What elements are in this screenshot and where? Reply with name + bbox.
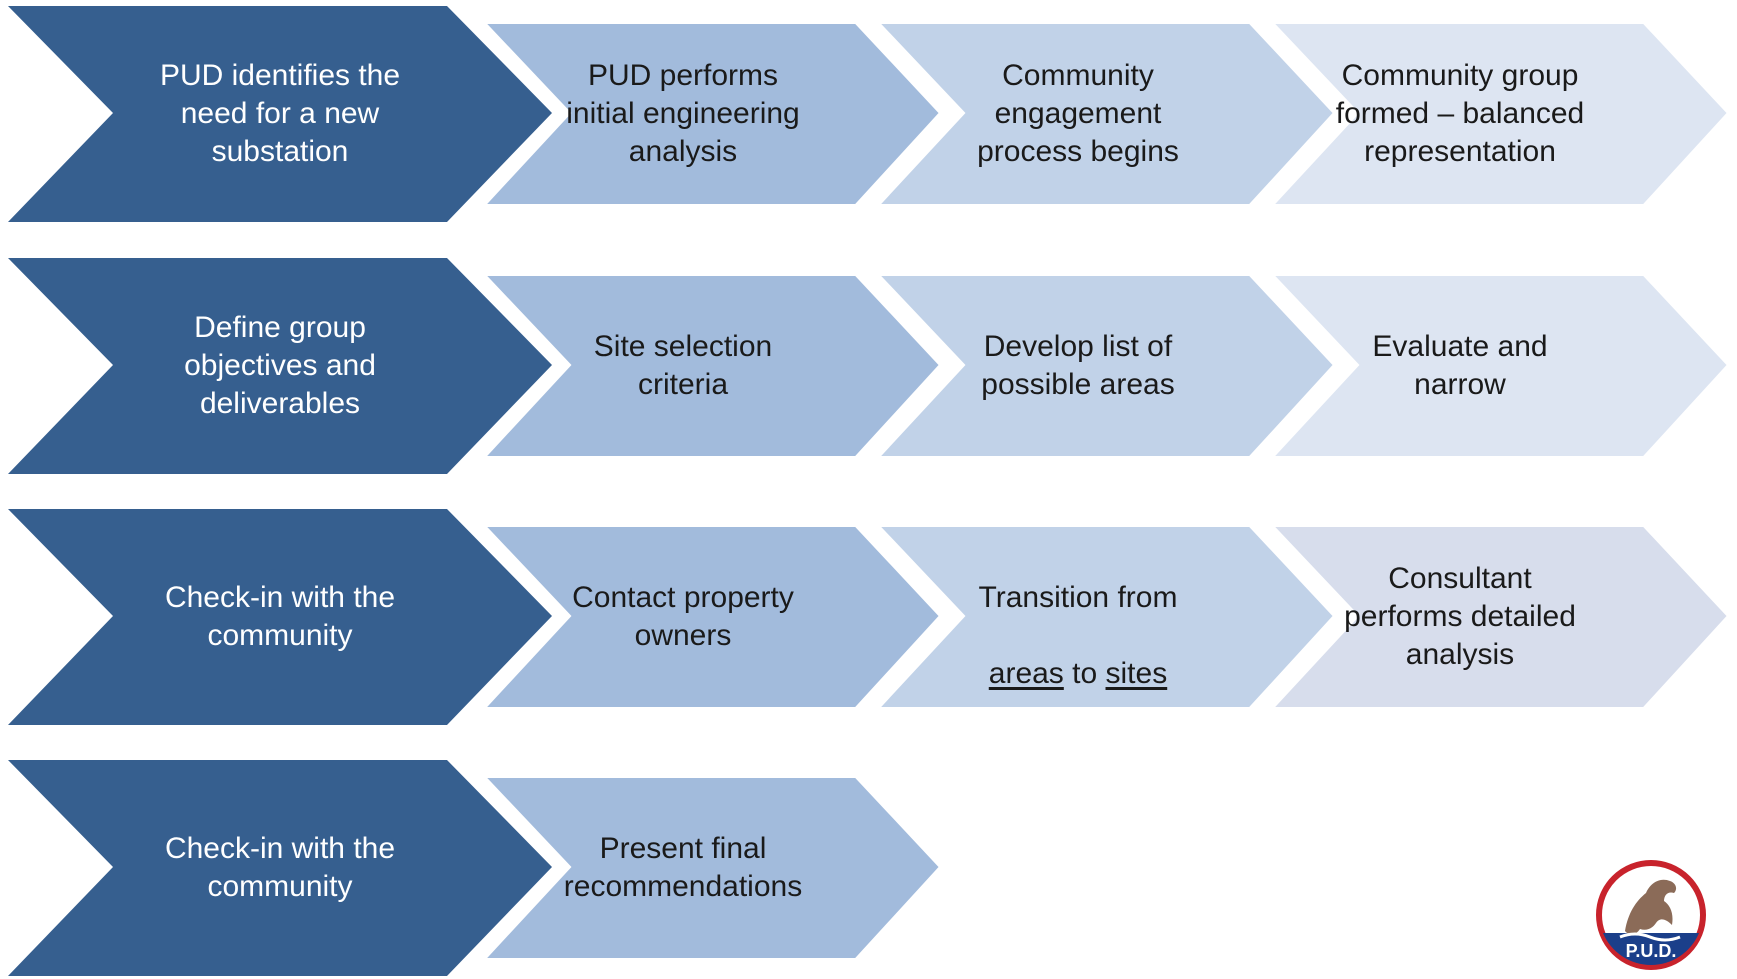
step-label: Site selection criteria (593, 330, 773, 401)
chevron-shape (8, 6, 552, 222)
step-label-line1: Transition from (978, 581, 1178, 614)
chevron-fill (468, 770, 950, 966)
chevron-fill (862, 16, 1344, 212)
horse-logo-icon: P.U.D. (1596, 860, 1706, 970)
chevron-shape (1256, 16, 1737, 212)
chevron-fill (8, 258, 552, 474)
chevron-shape (8, 760, 552, 976)
chevron-shape (862, 16, 1344, 212)
chevron-fill (468, 519, 950, 715)
step-label: Contact property owners (572, 581, 794, 652)
step-label-sites: sites (1105, 657, 1168, 690)
chevron-shape (862, 519, 1344, 715)
chevron-fill (1256, 16, 1737, 212)
chevron-step: PUD performs initial engineering analysi… (468, 0, 950, 225)
chevron-step: Check-in with the community (0, 503, 560, 728)
chevron-shape (468, 16, 950, 212)
chevron-fill (1256, 268, 1737, 464)
chevron-fill (8, 6, 552, 222)
step-label-text: Transition from areas to sites (979, 541, 1178, 693)
chevron-step: PUD identifies the need for a new substa… (0, 0, 560, 225)
chevron-shape (468, 268, 950, 464)
chevron-step: Site selection criteria (468, 252, 950, 477)
step-label-areas: areas (988, 657, 1064, 690)
chevron-step: Transition from areas to sites (862, 503, 1344, 728)
chevron-shape (8, 258, 552, 474)
logo-text: P.U.D. (1626, 941, 1677, 961)
chevron-shape (862, 268, 1344, 464)
chevron-step: Community group formed – balanced repres… (1256, 0, 1737, 225)
step-label: Community engagement process begins (977, 59, 1179, 168)
chevron-fill (862, 268, 1344, 464)
chevron-fill (468, 268, 950, 464)
chevron-shape (1256, 268, 1737, 464)
step-label: Consultant performs detailed analysis (1344, 562, 1576, 671)
step-label: Check-in with the community (164, 581, 396, 652)
chevron-shape (468, 770, 950, 966)
step-label: Check-in with the community (164, 832, 396, 903)
chevron-step: Evaluate and narrow (1256, 252, 1737, 477)
pud-logo: P.U.D. (1590, 853, 1712, 973)
step-label: Develop list of possible areas (981, 330, 1175, 401)
chevron-shape (8, 509, 552, 725)
step-label: PUD performs initial engineering analysi… (566, 59, 800, 168)
chevron-shape (1256, 519, 1737, 715)
chevron-step: Present final recommendations (468, 754, 950, 973)
step-label: Evaluate and narrow (1372, 330, 1548, 401)
chevron-step: Consultant performs detailed analysis (1256, 503, 1737, 728)
chevron-fill (8, 509, 552, 725)
chevron-step: Develop list of possible areas (862, 252, 1344, 477)
step-label: Transition from areas to sites (956, 523, 1200, 711)
step-label: Community group formed – balanced repres… (1335, 59, 1585, 168)
chevron-fill (8, 760, 552, 976)
step-label-to: to (1063, 657, 1106, 690)
step-label: Present final recommendations (563, 832, 803, 903)
chevron-step: Contact property owners (468, 503, 950, 728)
chevron-step: Define group objectives and deliverables (0, 252, 560, 477)
chevron-shape (468, 519, 950, 715)
step-label: Define group objectives and deliverables (184, 311, 376, 420)
chevron-step: Community engagement process begins (862, 0, 1344, 225)
step-label: PUD identifies the need for a new substa… (159, 59, 401, 168)
chevron-step: Check-in with the community (0, 754, 560, 979)
chevron-fill (468, 16, 950, 212)
chevron-fill (1256, 519, 1737, 715)
chevron-fill (862, 519, 1344, 715)
